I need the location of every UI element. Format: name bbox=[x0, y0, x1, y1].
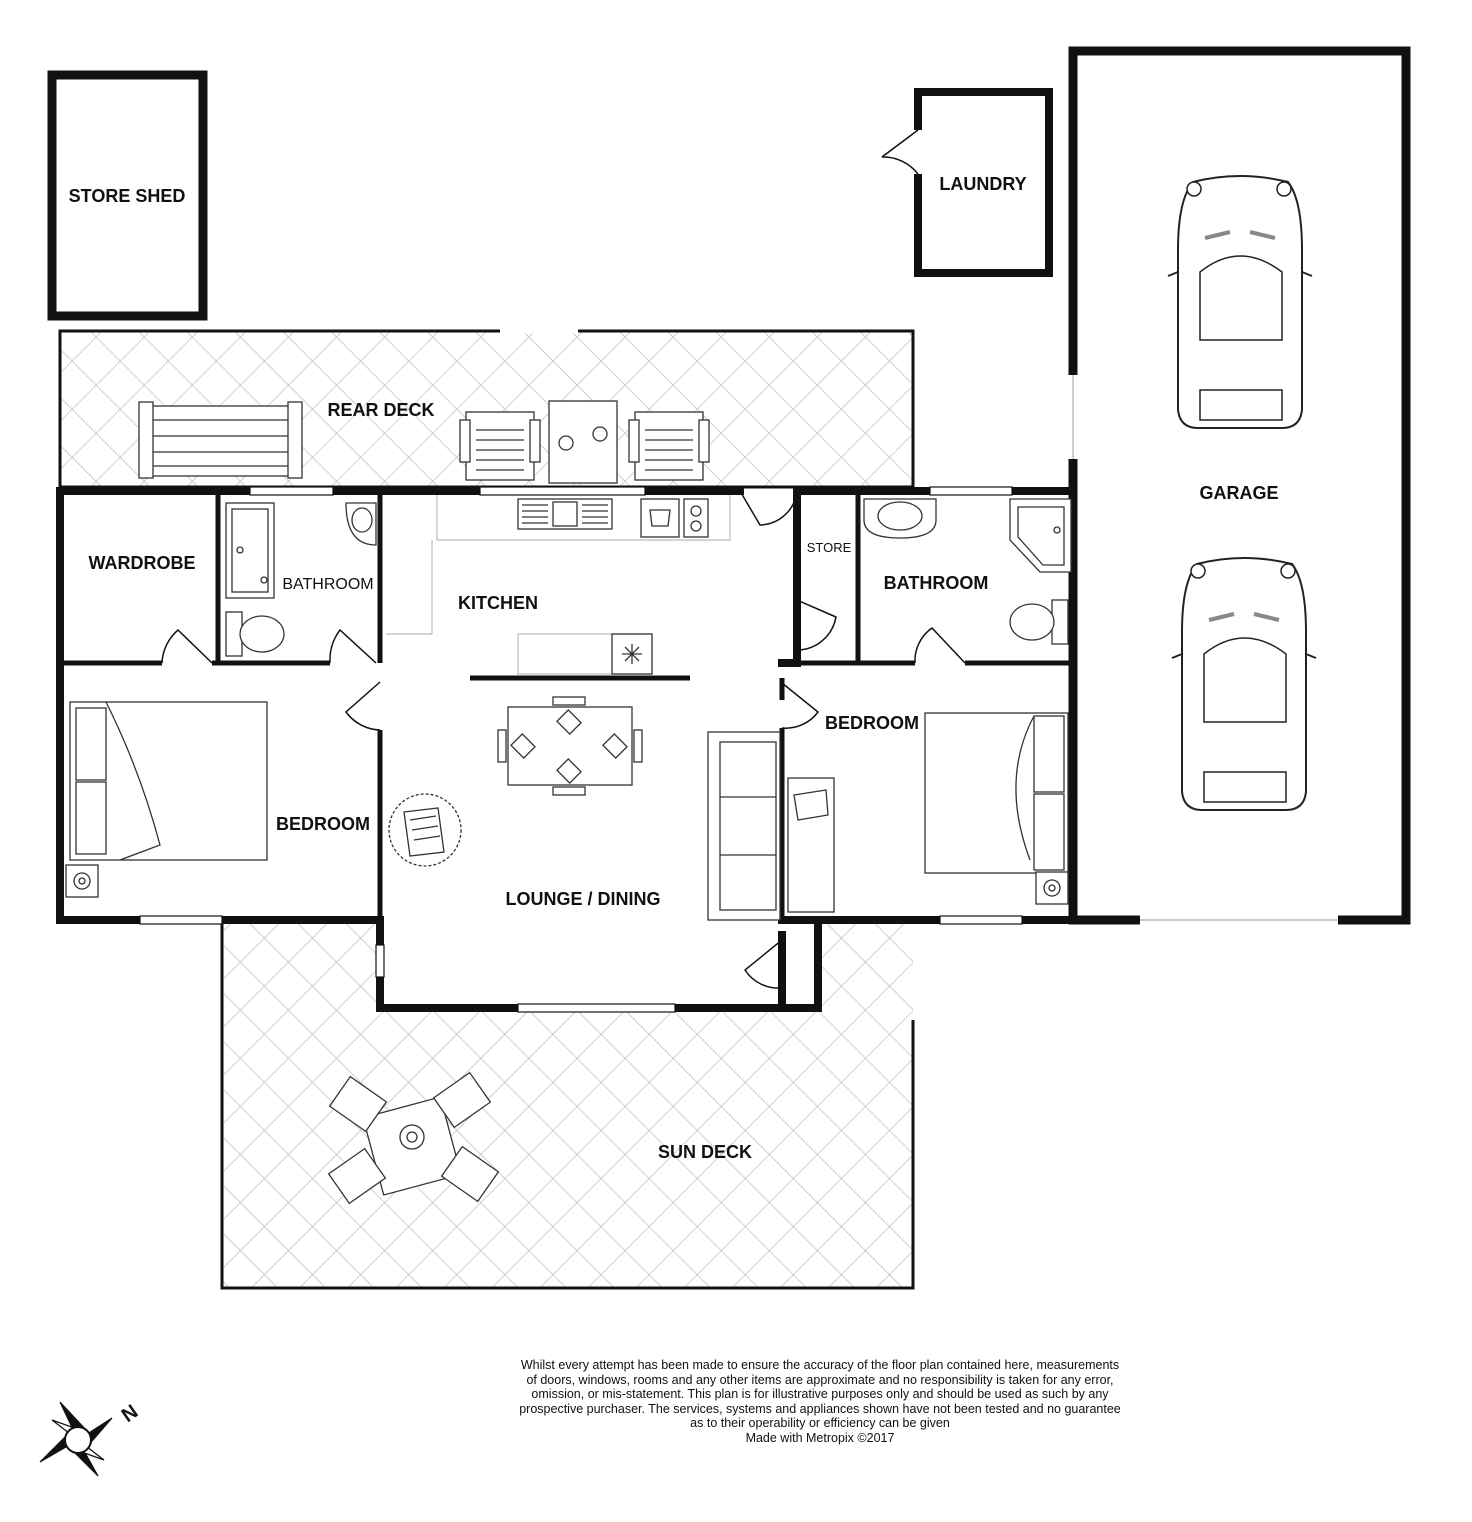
sun-deck bbox=[220, 920, 915, 1290]
disclaimer: Whilst every attempt has been made to en… bbox=[500, 1358, 1140, 1445]
dining-table-icon bbox=[497, 696, 643, 796]
compass-rose-icon: N bbox=[39, 1401, 142, 1477]
store-label: STORE bbox=[807, 540, 852, 555]
sink-icon bbox=[517, 498, 613, 530]
sofa-icon bbox=[707, 731, 781, 921]
disclaimer-line: Whilst every attempt has been made to en… bbox=[520, 1358, 1120, 1372]
rear-deck-label: REAR DECK bbox=[327, 400, 434, 420]
disclaimer-line: as to their operability or efficiency ca… bbox=[690, 1416, 950, 1430]
store-shed-label: STORE SHED bbox=[69, 186, 186, 206]
shower-icon bbox=[225, 502, 275, 599]
outdoor-dining-set-icon bbox=[327, 1071, 500, 1205]
toilet-icon bbox=[225, 611, 285, 657]
bedroom-left-label: BEDROOM bbox=[276, 814, 370, 834]
outdoor-chair-icon bbox=[459, 411, 541, 481]
fridge-icon bbox=[611, 633, 653, 675]
outdoor-chair-icon bbox=[628, 411, 710, 481]
disclaimer-line: of doors, windows, rooms and any other i… bbox=[526, 1372, 1114, 1387]
armchair-icon bbox=[388, 793, 462, 867]
lounge-dining-label: LOUNGE / DINING bbox=[505, 889, 660, 909]
bench-icon bbox=[138, 401, 303, 479]
basin-icon bbox=[345, 502, 377, 546]
laundry bbox=[881, 88, 1053, 277]
desk-icon bbox=[787, 777, 835, 913]
dishwasher-icon bbox=[640, 498, 680, 538]
store-shed bbox=[47, 70, 208, 321]
disclaimer-line: omission, or mis-statement. This plan is… bbox=[531, 1387, 1109, 1401]
wardrobe-label: WARDROBE bbox=[89, 553, 196, 573]
compass-north-label: N bbox=[118, 1401, 142, 1427]
garage-label: GARAGE bbox=[1199, 483, 1278, 503]
disclaimer-line: prospective purchaser. The services, sys… bbox=[519, 1401, 1121, 1416]
windows bbox=[139, 486, 1023, 1013]
bedroom-right-label: BEDROOM bbox=[825, 713, 919, 733]
bathroom-right-label: BATHROOM bbox=[884, 573, 989, 593]
credit-line: Made with Metropix ©2017 bbox=[745, 1430, 895, 1445]
laundry-label: LAUNDRY bbox=[939, 174, 1026, 194]
kitchen-label: KITCHEN bbox=[458, 593, 538, 613]
basin-icon bbox=[863, 498, 937, 539]
car-icon bbox=[1167, 175, 1313, 429]
car-icon bbox=[1171, 557, 1317, 811]
bathroom-left-label: BATHROOM bbox=[282, 576, 373, 593]
bed-icon bbox=[924, 712, 1069, 905]
house-walls bbox=[56, 487, 1077, 1012]
bed-icon bbox=[65, 701, 268, 898]
shower-icon bbox=[1009, 498, 1072, 573]
toilet-icon bbox=[1009, 599, 1069, 645]
door-swings bbox=[161, 490, 966, 989]
sun-deck-label: SUN DECK bbox=[658, 1142, 752, 1162]
interior-walls bbox=[60, 491, 1073, 920]
cooktop-icon bbox=[683, 498, 709, 538]
outdoor-table-icon bbox=[548, 400, 618, 484]
